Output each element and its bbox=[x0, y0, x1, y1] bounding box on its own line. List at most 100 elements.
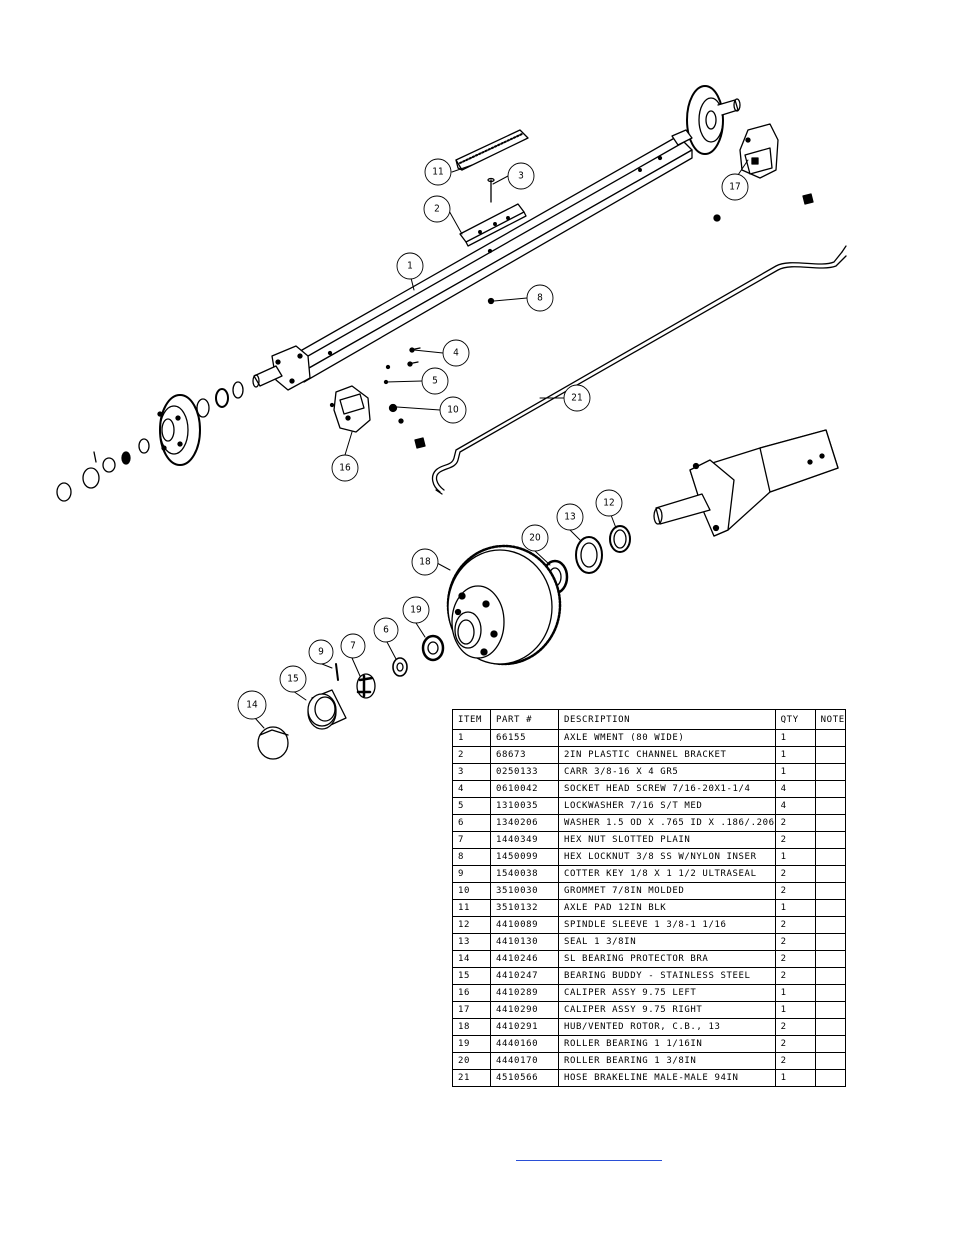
slotted-nut bbox=[356, 673, 376, 699]
cell-description: LOCKWASHER 7/16 S/T MED bbox=[558, 797, 776, 815]
header-qty: QTY bbox=[774, 709, 816, 730]
header-part: PART # bbox=[490, 709, 559, 730]
cotter-key bbox=[335, 663, 339, 681]
cell-note bbox=[814, 729, 846, 747]
cell-part: 1340206 bbox=[490, 814, 559, 832]
cell-description: BEARING BUDDY - STAINLESS STEEL bbox=[558, 967, 776, 985]
cell-description: SL BEARING PROTECTOR BRA bbox=[558, 950, 776, 968]
bearing-small bbox=[196, 398, 210, 418]
cell-qty: 1 bbox=[774, 729, 816, 747]
cell-item: 17 bbox=[452, 1001, 491, 1019]
cell-part: 4410089 bbox=[490, 916, 559, 934]
roller-bearing-small bbox=[421, 634, 445, 662]
cell-description: HEX LOCKNUT 3/8 SS W/NYLON INSER bbox=[558, 848, 776, 866]
cell-part: 4410247 bbox=[490, 967, 559, 985]
callout-21: 21 bbox=[571, 393, 582, 404]
cell-part: 0250133 bbox=[490, 763, 559, 781]
cell-qty: 2 bbox=[774, 814, 816, 832]
cell-part: 4510566 bbox=[490, 1069, 559, 1087]
footer-link-underline[interactable] bbox=[516, 1148, 662, 1161]
seal-small bbox=[215, 388, 229, 408]
bearing-outer-small bbox=[138, 438, 150, 454]
cell-note bbox=[814, 1035, 846, 1053]
cell-note bbox=[814, 1001, 846, 1019]
cell-item: 15 bbox=[452, 967, 491, 985]
callout-20: 20 bbox=[529, 533, 541, 544]
cell-item: 8 bbox=[452, 848, 491, 866]
cell-description: CALIPER ASSY 9.75 RIGHT bbox=[558, 1001, 776, 1019]
cell-qty: 2 bbox=[774, 1018, 816, 1036]
cell-part: 4410290 bbox=[490, 1001, 559, 1019]
cell-qty: 1 bbox=[774, 984, 816, 1002]
cell-note bbox=[814, 814, 846, 832]
cell-description: WASHER 1.5 OD X .765 ID X .186/.206 bbox=[558, 814, 776, 832]
cell-note bbox=[814, 780, 846, 798]
callout-13: 13 bbox=[564, 512, 575, 523]
callout-14: 14 bbox=[246, 700, 258, 711]
cell-note bbox=[814, 967, 846, 985]
cell-note bbox=[814, 1069, 846, 1087]
cell-qty: 1 bbox=[774, 1001, 816, 1019]
cell-part: 4440160 bbox=[490, 1035, 559, 1053]
cell-item: 4 bbox=[452, 780, 491, 798]
left-spindle-bracket bbox=[252, 345, 311, 391]
cell-part: 4410291 bbox=[490, 1018, 559, 1036]
callout-17: 17 bbox=[729, 182, 740, 193]
cell-part: 4410246 bbox=[490, 950, 559, 968]
spindle-sleeve bbox=[609, 525, 631, 553]
cell-note bbox=[814, 865, 846, 883]
seal bbox=[575, 536, 603, 574]
cell-description: HEX NUT SLOTTED PLAIN bbox=[558, 831, 776, 849]
cell-item: 16 bbox=[452, 984, 491, 1002]
leader-lines bbox=[254, 159, 749, 729]
cell-qty: 2 bbox=[774, 950, 816, 968]
axle-pad bbox=[455, 129, 529, 171]
cell-part: 66155 bbox=[490, 729, 559, 747]
cell-qty: 2 bbox=[774, 1035, 816, 1053]
cell-note bbox=[814, 882, 846, 900]
brake-line bbox=[431, 245, 847, 495]
washer bbox=[392, 657, 408, 677]
callout-8: 8 bbox=[537, 293, 543, 304]
bearing-buddy bbox=[307, 689, 347, 730]
cell-note bbox=[814, 916, 846, 934]
cell-note bbox=[814, 831, 846, 849]
nut-small bbox=[102, 457, 116, 473]
cell-part: 3510030 bbox=[490, 882, 559, 900]
cell-part: 1540038 bbox=[490, 865, 559, 883]
header-item: ITEM bbox=[452, 709, 491, 730]
hub-vented-rotor bbox=[446, 544, 562, 666]
callout-circles bbox=[237, 158, 749, 720]
left-hub-rotor-top bbox=[157, 394, 201, 466]
cell-description: HOSE BRAKELINE MALE-MALE 94IN bbox=[558, 1069, 776, 1087]
callout-19: 19 bbox=[410, 605, 422, 616]
cell-note bbox=[814, 899, 846, 917]
cell-description: SOCKET HEAD SCREW 7/16-20X1-1/4 bbox=[558, 780, 776, 798]
cell-item: 5 bbox=[452, 797, 491, 815]
callout-4: 4 bbox=[453, 348, 459, 359]
cell-description: 2IN PLASTIC CHANNEL BRACKET bbox=[558, 746, 776, 764]
cell-part: 0610042 bbox=[490, 780, 559, 798]
callout-15: 15 bbox=[287, 674, 298, 685]
cell-item: 3 bbox=[452, 763, 491, 781]
callout-3: 3 bbox=[518, 171, 524, 182]
cell-part: 3510132 bbox=[490, 899, 559, 917]
cell-qty: 1 bbox=[774, 746, 816, 764]
cell-description: AXLE PAD 12IN BLK bbox=[558, 899, 776, 917]
locknut-left bbox=[414, 437, 426, 449]
cell-item: 7 bbox=[452, 831, 491, 849]
